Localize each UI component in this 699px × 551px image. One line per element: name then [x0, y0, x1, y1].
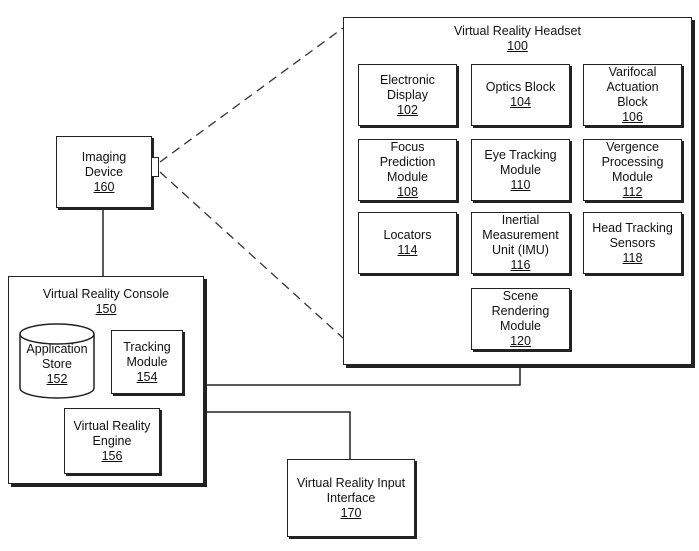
module-name: Tracking Module: [123, 339, 171, 369]
focus-prediction-module-box: Focus Prediction Module 108: [358, 139, 457, 201]
vr-console-number: 150: [95, 302, 117, 316]
module-name: Inertial Measurement Unit (IMU): [482, 213, 559, 257]
vr-input-interface-box: Virtual Reality Input Interface 170: [287, 459, 415, 537]
module-name: Head Tracking Sensors: [592, 220, 673, 250]
dashed-line-top: [159, 27, 344, 163]
vergence-processing-module-box: Vergence Processing Module 112: [583, 139, 682, 201]
module-name: Vergence Processing Module: [601, 140, 664, 184]
module-name: Varifocal Actuation Block: [606, 65, 659, 109]
varifocal-actuation-block-box: Varifocal Actuation Block 106: [583, 64, 682, 126]
module-number: 116: [510, 258, 531, 272]
module-name: Locators: [383, 228, 432, 242]
module-number: 106: [622, 110, 643, 124]
console-headset-line: [205, 363, 521, 386]
module-name: Virtual Reality Engine: [73, 418, 151, 448]
module-number: 152: [46, 372, 68, 386]
module-name: Optics Block: [485, 80, 556, 94]
dashed-line-bottom: [159, 171, 344, 339]
imaging-device-name: Imaging Device: [81, 149, 127, 179]
module-name: Focus Prediction Module: [379, 140, 436, 184]
module-number: 120: [510, 334, 531, 348]
module-number: 102: [397, 102, 418, 117]
imaging-device-lens: [151, 157, 159, 177]
module-name: Scene Rendering Module: [491, 289, 550, 333]
console-input-line: [205, 411, 351, 459]
module-name: Virtual Reality Input Interface: [296, 475, 406, 505]
vr-headset-number: 100: [507, 39, 528, 53]
scene-rendering-module-box: Scene Rendering Module 120: [471, 288, 570, 350]
head-tracking-sensors-box: Head Tracking Sensors 118: [583, 212, 682, 274]
vr-engine-box: Virtual Reality Engine 156: [64, 408, 160, 474]
module-number: 114: [397, 243, 418, 257]
module-number: 110: [510, 177, 531, 192]
tracking-module-box: Tracking Module 154: [111, 330, 183, 394]
module-name: Eye Tracking Module: [484, 147, 557, 177]
module-number: 104: [510, 95, 531, 109]
imu-box: Inertial Measurement Unit (IMU) 116: [471, 212, 570, 274]
optics-block-box: Optics Block 104: [471, 64, 570, 126]
electronic-display-box: Electronic Display 102: [358, 64, 457, 126]
application-store-label: Application Store 152: [18, 342, 96, 387]
imaging-device-number: 160: [93, 179, 115, 194]
eye-tracking-module-box: Eye Tracking Module 110: [471, 139, 570, 201]
module-number: 170: [340, 505, 362, 520]
module-name: Application Store: [26, 342, 88, 371]
module-number: 108: [397, 185, 418, 199]
locators-box: Locators 114: [358, 212, 457, 274]
imaging-device-box: Imaging Device 160: [56, 136, 152, 208]
module-number: 118: [622, 250, 643, 265]
vr-console-name: Virtual Reality Console: [42, 287, 170, 301]
vr-headset-name: Virtual Reality Headset: [454, 24, 581, 38]
module-number: 112: [622, 185, 643, 199]
module-number: 154: [136, 369, 158, 384]
application-store-cylinder: [19, 323, 95, 399]
module-number: 156: [101, 448, 123, 463]
module-name: Electronic Display: [380, 72, 435, 102]
